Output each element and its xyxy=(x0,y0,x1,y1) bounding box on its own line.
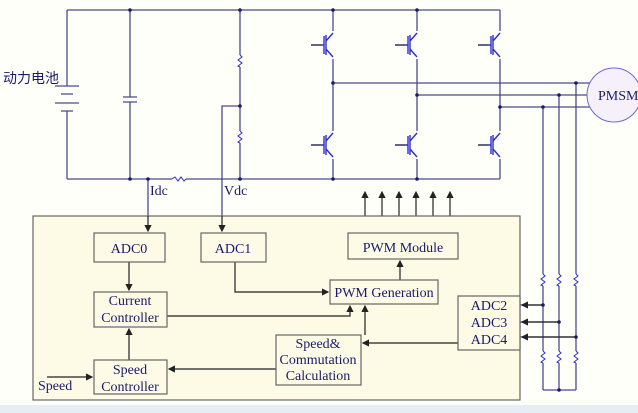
adc1-block: ADC1 xyxy=(200,232,267,263)
igbt-icon xyxy=(395,31,419,59)
bottom-strip xyxy=(0,405,638,413)
junction-dot xyxy=(128,177,132,181)
junction-dot xyxy=(146,177,150,181)
igbt-icon xyxy=(311,131,335,159)
junction-dot xyxy=(331,81,335,85)
junction-dot xyxy=(557,93,561,97)
battery-symbol xyxy=(55,85,79,112)
voltage-divider xyxy=(221,10,241,233)
pwm-module-block: PWM Module xyxy=(347,232,459,260)
resistor-icon xyxy=(540,350,546,364)
adc4-label: ADC4 xyxy=(471,333,508,348)
junction-dot xyxy=(557,388,561,392)
capacitor-symbol xyxy=(123,10,137,179)
junction-dot xyxy=(415,93,419,97)
speed-commutation-line1: Speed& xyxy=(295,337,340,352)
junction-dot xyxy=(238,8,242,12)
speed-controller-line2: Controller xyxy=(101,380,159,395)
resistor-icon xyxy=(237,54,243,68)
resistor-icon xyxy=(556,273,562,287)
junction-dot xyxy=(331,177,335,181)
igbt-icon xyxy=(478,31,502,59)
junction-dot xyxy=(238,177,242,181)
current-controller-line2: Controller xyxy=(101,311,159,326)
junction-dot xyxy=(574,81,578,85)
junction-dot xyxy=(498,105,502,109)
battery-label: 动力电池 xyxy=(3,71,59,87)
current-controller-line1: Current xyxy=(109,294,152,309)
pmsm-motor xyxy=(586,67,638,123)
junction-dot xyxy=(331,8,335,12)
junction-dot xyxy=(415,177,419,181)
current-controller-block: Current Controller xyxy=(93,291,168,328)
resistor-icon xyxy=(237,130,243,144)
pwm-generation-block: PWM Generation xyxy=(329,279,439,305)
pwm-module-label: PWM Module xyxy=(363,241,444,256)
igbt-icon xyxy=(311,31,335,59)
speed-commutation-line3: Calculation xyxy=(286,369,351,384)
resistor-icon xyxy=(540,273,546,287)
resistor-icon xyxy=(573,350,579,364)
speed-controller-block: Speed Controller xyxy=(93,359,168,395)
motor-label: PMSM xyxy=(598,89,638,104)
adc0-label: ADC0 xyxy=(111,242,148,257)
resistor-icon xyxy=(171,176,187,182)
speed-commutation-line2: Commutation xyxy=(280,353,357,368)
adc3-label: ADC3 xyxy=(471,316,508,331)
speed-commutation-block: Speed& Commutation Calculation xyxy=(275,334,362,386)
adc-group-block: ADC2 ADC3 ADC4 xyxy=(457,295,521,351)
junction-dot xyxy=(541,105,545,109)
resistor-icon xyxy=(573,273,579,287)
vdc-label: Vdc xyxy=(224,184,247,199)
junction-dot xyxy=(128,8,132,12)
adc2-label: ADC2 xyxy=(471,299,508,314)
adc1-label: ADC1 xyxy=(215,242,252,257)
junction-dot xyxy=(415,8,419,12)
adc0-block: ADC0 xyxy=(93,232,166,263)
pwm-generation-label: PWM Generation xyxy=(334,286,433,301)
speed-input-label: Speed xyxy=(38,379,72,394)
power-circuit: 动力电池 Idc Vdc PMSM xyxy=(3,8,638,392)
igbt-icon xyxy=(478,131,502,159)
junction-dot xyxy=(238,104,242,108)
speed-controller-line1: Speed xyxy=(113,363,147,378)
idc-label: Idc xyxy=(150,184,168,199)
igbt-icon xyxy=(395,131,419,159)
resistor-icon xyxy=(556,350,562,364)
